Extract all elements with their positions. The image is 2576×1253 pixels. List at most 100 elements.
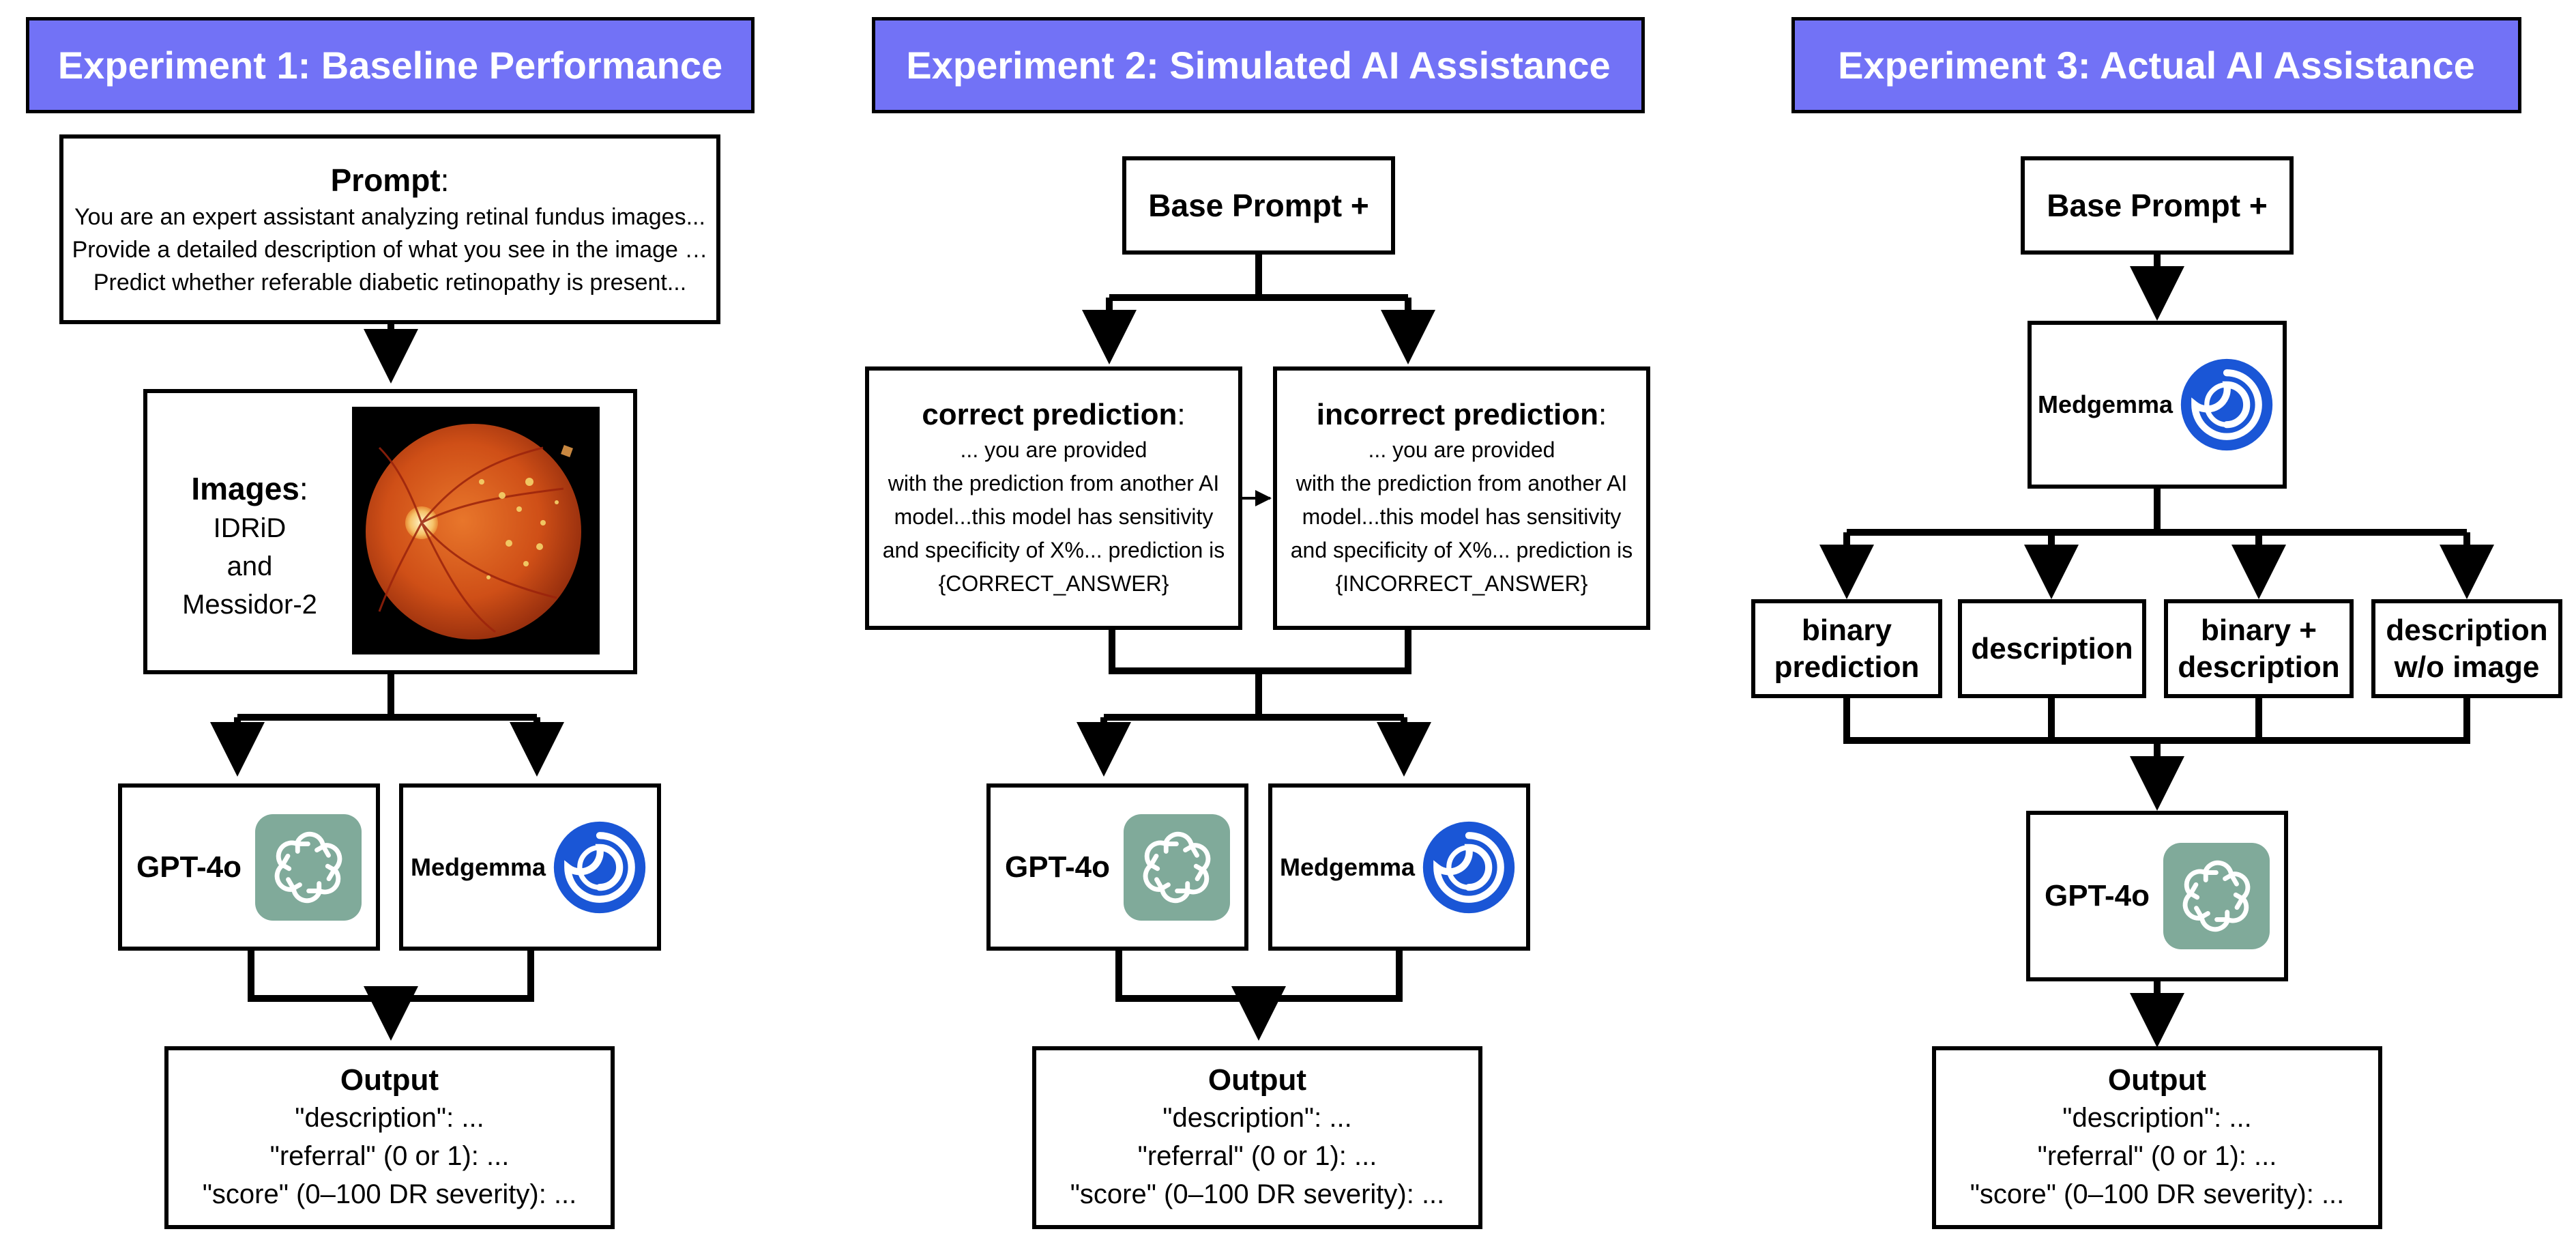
e1-prompt-label: Prompt [330,162,441,198]
e3-variant-description-no-image: description w/o image [2371,599,2562,698]
e1-prompt-line-2: Provide a detailed description of what y… [72,237,708,263]
e3-variant-description-line-1: description [1971,631,2133,665]
e3-variant-binary-description-line-1: binary + [2201,613,2317,647]
e1-medgemma-row: Medgemma [403,788,657,947]
e3-output-line-1: "description": ... [2062,1103,2252,1133]
e2-incorrect-line-1: ... you are provided [1368,437,1555,462]
e1-output-title: Output [340,1063,439,1097]
e1-dataset-and: and [226,551,273,581]
e1-images-text: Images: IDRiD and Messidor-2 [161,468,338,624]
medgemma-logo-icon [2177,355,2277,455]
e2-incorrect-heading: incorrect prediction: [1317,397,1607,433]
e3-variant-binary-line-1: binary [1801,613,1892,647]
e2-incorrect-prediction-box: incorrect prediction: ... you are provid… [1273,366,1650,630]
e3-medgemma-label: Medgemma [2037,390,2174,418]
e2-models-join-line [1115,947,1403,1002]
openai-logo-icon [255,813,362,921]
e2-prompts-join-line [1104,626,1411,721]
e2-output-line-1: "description": ... [1162,1103,1352,1133]
e2-medgemma-row: Medgemma [1272,788,1526,947]
e2-incorrect-colon: : [1598,397,1607,431]
e3-variants-join-line [1843,696,2470,744]
e3-output-box: Output "description": ... "referral" (0 … [1932,1046,2382,1229]
experiment-1-header: Experiment 1: Baseline Performance [26,17,755,113]
e2-correct-line-3: model...this model has sensitivity [894,504,1214,529]
openai-logo-icon [2163,843,2270,949]
e2-correct-line-5: {CORRECT_ANSWER} [938,571,1169,596]
e2-correct-line-2: with the prediction from another AI [888,470,1220,495]
e2-medgemma-box: Medgemma [1268,783,1530,951]
e3-variant-binary-line-2: prediction [1774,650,1920,684]
e1-output-line-1: "description": ... [295,1103,484,1133]
e2-incorrect-label: incorrect prediction [1316,397,1598,431]
e2-output-line-2: "referral" (0 or 1): ... [1137,1141,1377,1171]
experiment-3-header: Experiment 3: Actual AI Assistance [1791,17,2521,113]
e2-gpt-label: GPT-4o [1004,850,1111,884]
e1-prompt-line-3: Predict whether referable diabetic retin… [93,270,687,296]
e1-prompt-box: Prompt: You are an expert assistant anal… [59,134,720,324]
e3-gpt-label: GPT-4o [2044,879,2150,912]
e3-variant-binary-description: binary + description [2164,599,2354,698]
e1-dataset-idrid: IDRiD [213,513,287,543]
e3-output-title: Output [2107,1063,2207,1097]
experiment-2-header: Experiment 2: Simulated AI Assistance [872,17,1645,113]
medgemma-logo-icon [550,818,649,917]
e3-variants-split-line [1847,486,2467,536]
e3-medgemma-row: Medgemma [2032,325,2283,485]
e3-output-line-3: "score" (0–100 DR severity): ... [1970,1179,2345,1209]
e2-base-split-line [1109,251,1408,301]
e1-images-label: Images [191,471,299,506]
e1-gpt-box: GPT-4o [118,783,380,951]
e2-correct-colon: : [1177,397,1186,431]
e1-medgemma-label: Medgemma [410,852,546,881]
e1-prompt-line-1: You are an expert assistant analyzing re… [74,204,705,230]
e2-base-prompt-label: Base Prompt + [1148,188,1369,223]
e2-output-box: Output "description": ... "referral" (0 … [1032,1046,1482,1229]
e3-gpt-box: GPT-4o [2026,811,2288,981]
e1-prompt-colon: : [440,162,450,198]
e2-gpt-row: GPT-4o [991,788,1244,947]
e2-incorrect-line-2: with the prediction from another AI [1296,470,1628,495]
e2-base-prompt-box: Base Prompt + [1122,156,1395,255]
fundus-image [352,407,600,654]
e3-medgemma-box: Medgemma [2028,321,2287,489]
e1-output-line-2: "referral" (0 or 1): ... [269,1141,510,1171]
e3-variant-description: description [1958,599,2146,698]
e2-output-title: Output [1208,1063,1307,1097]
e1-images-box: Images: IDRiD and Messidor-2 [143,389,637,674]
e2-correct-prediction-box: correct prediction: ... you are provided… [865,366,1242,630]
e1-dataset-messidor: Messidor-2 [182,590,317,620]
e1-images-split-line [237,671,537,721]
e3-base-prompt-label: Base Prompt + [2047,188,2268,223]
e2-medgemma-label: Medgemma [1279,852,1416,881]
e3-variant-no-image-line-2: w/o image [2394,650,2540,684]
e2-output-line-3: "score" (0–100 DR severity): ... [1070,1179,1445,1209]
e1-gpt-label: GPT-4o [136,850,242,884]
e2-incorrect-line-5: {INCORRECT_ANSWER} [1335,571,1588,596]
e1-images-heading: Images: [161,468,338,509]
e2-correct-label: correct prediction [922,397,1177,431]
e3-base-prompt-box: Base Prompt + [2021,156,2294,255]
e2-correct-heading: correct prediction: [922,397,1185,433]
e1-medgemma-box: Medgemma [399,783,661,951]
e3-variant-binary-description-line-2: description [2178,650,2340,684]
e1-output-line-3: "score" (0–100 DR severity): ... [202,1179,577,1209]
e1-images-colon: : [299,471,308,506]
e2-correct-line-4: and specificity of X%... prediction is [882,537,1225,562]
e1-prompt-heading: Prompt: [331,160,450,201]
medgemma-logo-icon [1419,818,1519,917]
e1-output-box: Output "description": ... "referral" (0 … [164,1046,615,1229]
e3-variant-no-image-line-1: description [2386,613,2548,647]
openai-logo-icon [1124,813,1231,921]
e2-correct-line-1: ... you are provided [960,437,1147,462]
e1-gpt-row: GPT-4o [122,788,376,947]
e2-incorrect-line-3: model...this model has sensitivity [1302,504,1622,529]
e3-variant-binary-prediction: binary prediction [1751,599,1942,698]
e3-output-line-2: "referral" (0 or 1): ... [2037,1141,2277,1171]
e1-models-join-line [248,947,534,1002]
e2-gpt-box: GPT-4o [986,783,1248,951]
e3-gpt-row: GPT-4o [2030,815,2284,977]
e2-incorrect-line-4: and specificity of X%... prediction is [1290,537,1633,562]
